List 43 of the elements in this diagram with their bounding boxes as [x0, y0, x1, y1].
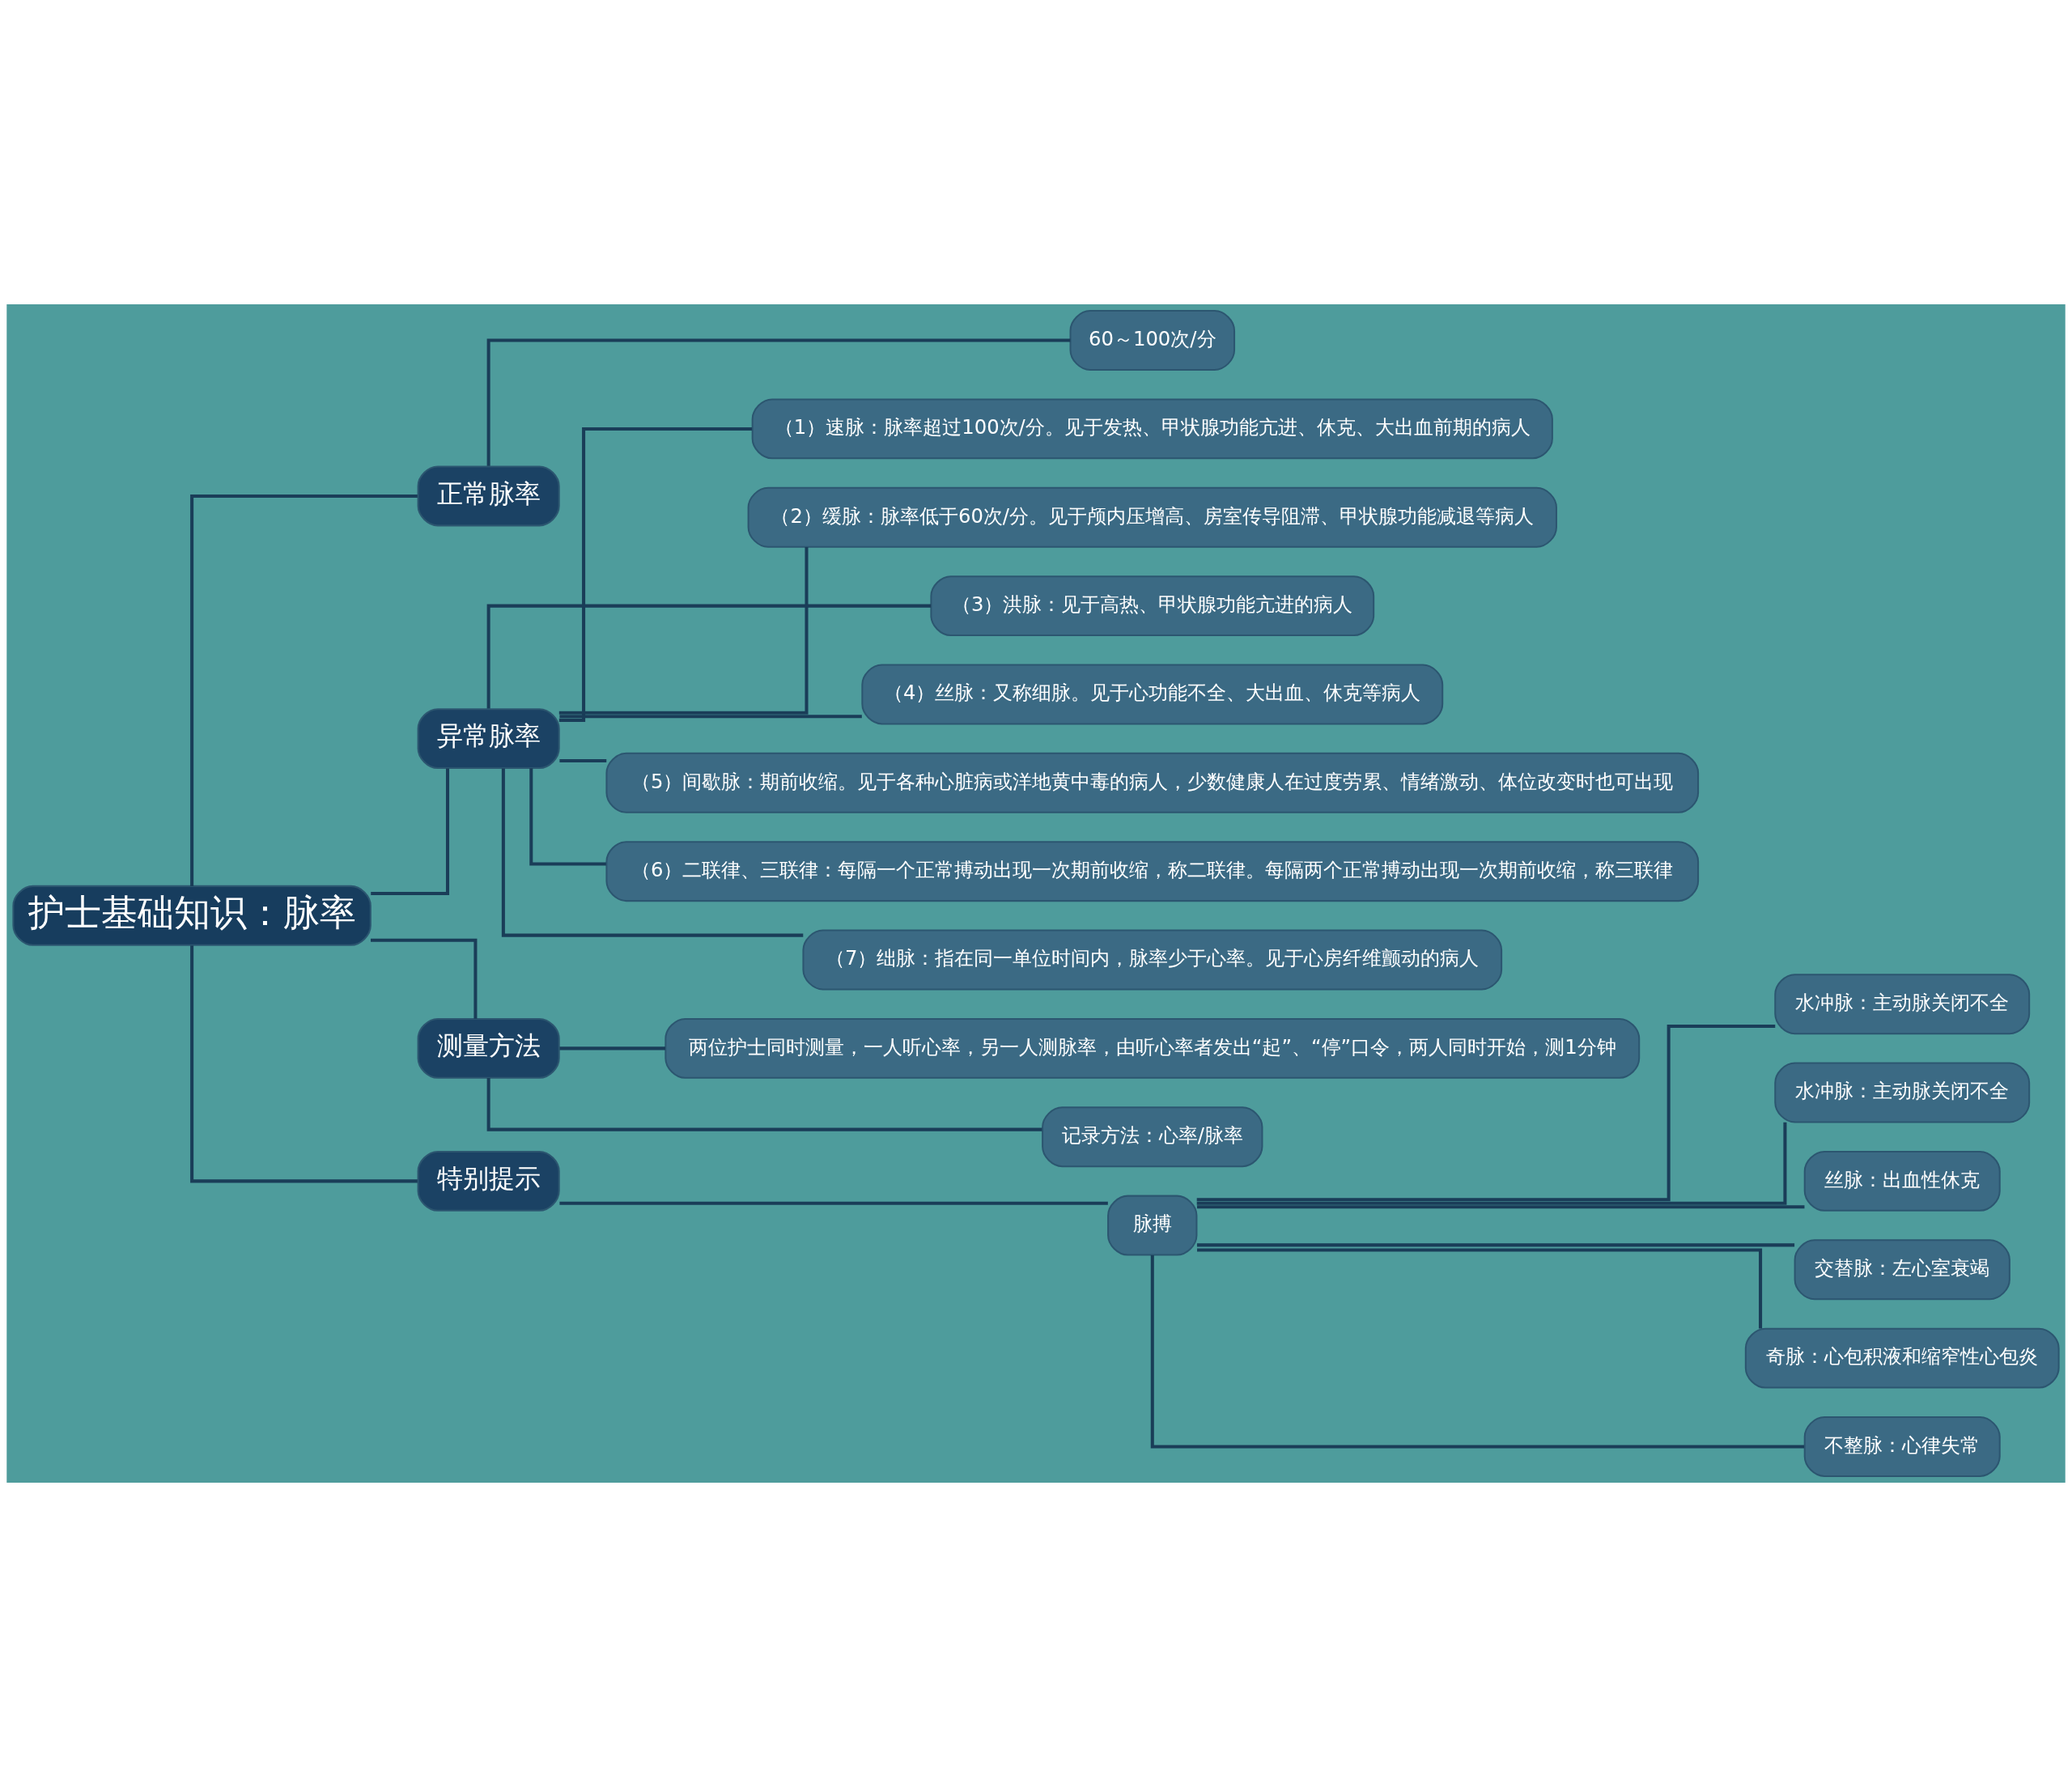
connector — [371, 768, 450, 896]
connector — [559, 1046, 665, 1051]
node-box: （3）洪脉：见于高热、甲状腺功能亢进的病人 — [930, 575, 1375, 637]
node-box: 异常脉率 — [417, 708, 560, 770]
node-box: 测量方法 — [417, 1017, 560, 1079]
node-box: 记录方法：心率/脉率 — [1042, 1106, 1263, 1168]
node-box: 60～100次/分 — [1069, 310, 1236, 371]
node-box: 奇脉：心包积液和缩窄性心包炎 — [1744, 1327, 2060, 1389]
node-box: （2）缓脉：脉率低于60次/分。见于颅内压增高、房室传导阻滞、甲状腺功能减退等病人 — [747, 486, 1557, 548]
connector — [559, 715, 862, 719]
node-box: 水冲脉：主动脉关闭不全 — [1774, 974, 2031, 1035]
connector — [1196, 1205, 1805, 1209]
node-box: （1）速脉：脉率超过100次/分。见于发热、甲状腺功能亢进、休克、大出血前期的病人 — [751, 398, 1553, 460]
connector — [190, 494, 418, 886]
connector — [529, 768, 606, 866]
connector — [190, 945, 418, 1183]
connector — [558, 546, 809, 715]
node-box: 两位护士同时测量，一人听心率，另一人测脉率，由听心率者发出“起”、“停”口令，两人同时开始，测1分钟 — [664, 1017, 1641, 1079]
connector — [559, 1201, 1108, 1205]
connector — [486, 604, 932, 709]
node-box: 交替脉：左心室衰竭 — [1794, 1239, 2010, 1301]
node-box: 护士基础知识：脉率 — [12, 885, 372, 946]
node-box: 水冲脉：主动脉关闭不全 — [1774, 1062, 2031, 1123]
node-box: 丝脉：出血性休克 — [1803, 1150, 2001, 1212]
connector — [486, 1078, 1042, 1131]
connector — [559, 758, 607, 762]
connector — [501, 768, 804, 937]
node-box: （6）二联律、三联律：每隔一个正常搏动出现一次期前收缩，称二联律。每隔两个正常搏动出现一次期前收缩，称三联律 — [605, 841, 1700, 902]
node-box: 正常脉率 — [417, 465, 560, 527]
connector — [1196, 1122, 1787, 1205]
connector — [371, 938, 478, 1019]
node-box: 特别提示 — [417, 1150, 560, 1212]
node-box: （5）间歇脉：期前收缩。见于各种心脏病或洋地黄中毒的病人，少数健康人在过度劳累、情绪激动、体位改变时也可出现 — [605, 752, 1700, 813]
connector — [558, 427, 753, 722]
node-box: 不整脉：心律失常 — [1803, 1416, 2001, 1477]
connector — [486, 338, 1071, 466]
connector — [1196, 1243, 1795, 1247]
node-box: 脉搏 — [1107, 1195, 1198, 1256]
connector — [1197, 1248, 1763, 1329]
connector — [1196, 1025, 1776, 1202]
node-box: （7）绌脉：指在同一单位时间内，脉率少于心率。见于心房纤维颤动的病人 — [802, 929, 1503, 991]
connector — [1150, 1254, 1805, 1449]
node-box: （4）丝脉：又称细脉。见于心功能不全、大出血、休克等病人 — [861, 664, 1444, 725]
